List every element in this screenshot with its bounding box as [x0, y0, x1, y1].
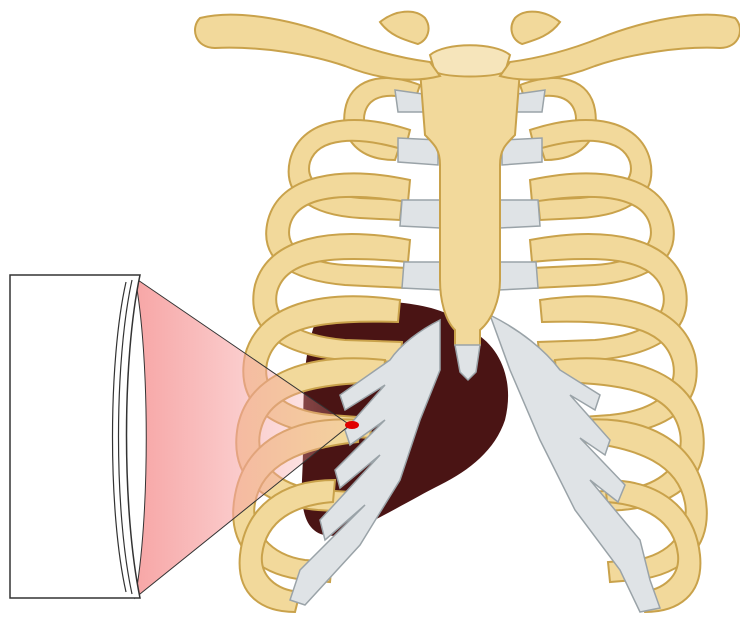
- cartilage-left-4: [402, 262, 442, 290]
- cartilage-left-3: [400, 200, 440, 228]
- cartilage-right-4: [498, 262, 538, 290]
- cartilage-right-3: [500, 200, 540, 228]
- manubrium: [430, 45, 510, 76]
- scapula-process-left: [380, 12, 429, 44]
- target-dot: [345, 421, 359, 429]
- probe-body: [10, 275, 140, 598]
- ultrasound-probe: [10, 275, 140, 598]
- scapula-process-right: [511, 12, 560, 44]
